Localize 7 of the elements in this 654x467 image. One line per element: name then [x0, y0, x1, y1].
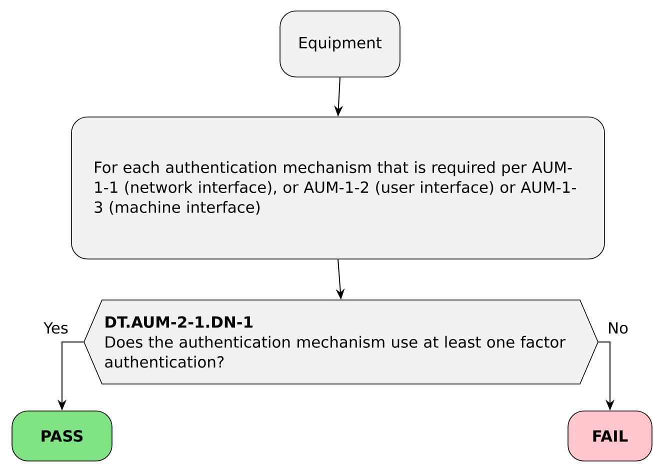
edge-label: Yes	[42, 321, 70, 335]
start-box: Equipment	[280, 10, 400, 78]
edge-label: No	[606, 321, 630, 335]
process-box: For each authentication mechanism that is required per AUM-1-1 (network interface), or AUM-1-2 (user interface) or AUM-1-3 (machine interface)	[71, 116, 605, 260]
result-box: PASS	[12, 410, 112, 462]
result-box: FAIL	[568, 410, 652, 462]
decision-hexagon: DT.AUM-2-1.DN-1 Does the authentication mechanism use at least one factor authentication?	[84, 300, 598, 384]
